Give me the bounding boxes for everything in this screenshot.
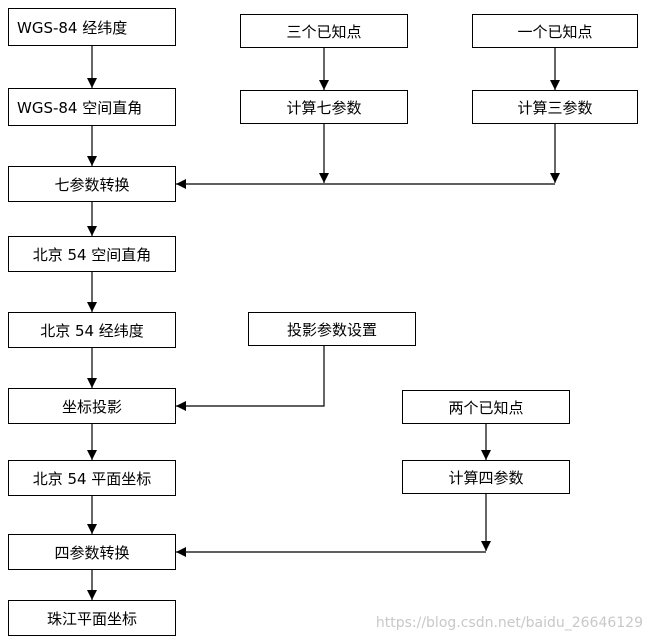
node-beijing54-plane: 北京 54 平面坐标: [8, 460, 176, 496]
node-zhujiang-plane: 珠江平面坐标: [8, 600, 176, 636]
node-projection-param-settings: 投影参数设置: [248, 312, 416, 346]
node-compute-four-params: 计算四参数: [402, 460, 570, 494]
node-compute-three-params: 计算三参数: [472, 90, 638, 124]
watermark-text: https://blog.csdn.net/baidu_26646129: [375, 615, 643, 631]
node-three-known-points: 三个已知点: [240, 14, 408, 48]
node-beijing54-cartesian: 北京 54 空间直角: [8, 236, 176, 272]
node-beijing54-geodetic: 北京 54 经纬度: [8, 312, 176, 348]
node-two-known-points: 两个已知点: [402, 390, 570, 424]
node-wgs84-cartesian: WGS-84 空间直角: [8, 88, 176, 126]
node-wgs84-geodetic: WGS-84 经纬度: [8, 8, 176, 46]
node-coordinate-projection: 坐标投影: [8, 388, 176, 424]
node-four-param-transform: 四参数转换: [8, 534, 176, 570]
node-seven-param-transform: 七参数转换: [8, 166, 176, 202]
node-compute-seven-params: 计算七参数: [240, 90, 408, 124]
node-one-known-point: 一个已知点: [472, 14, 638, 48]
arrow-projection-params-to-projection: [176, 346, 325, 411]
